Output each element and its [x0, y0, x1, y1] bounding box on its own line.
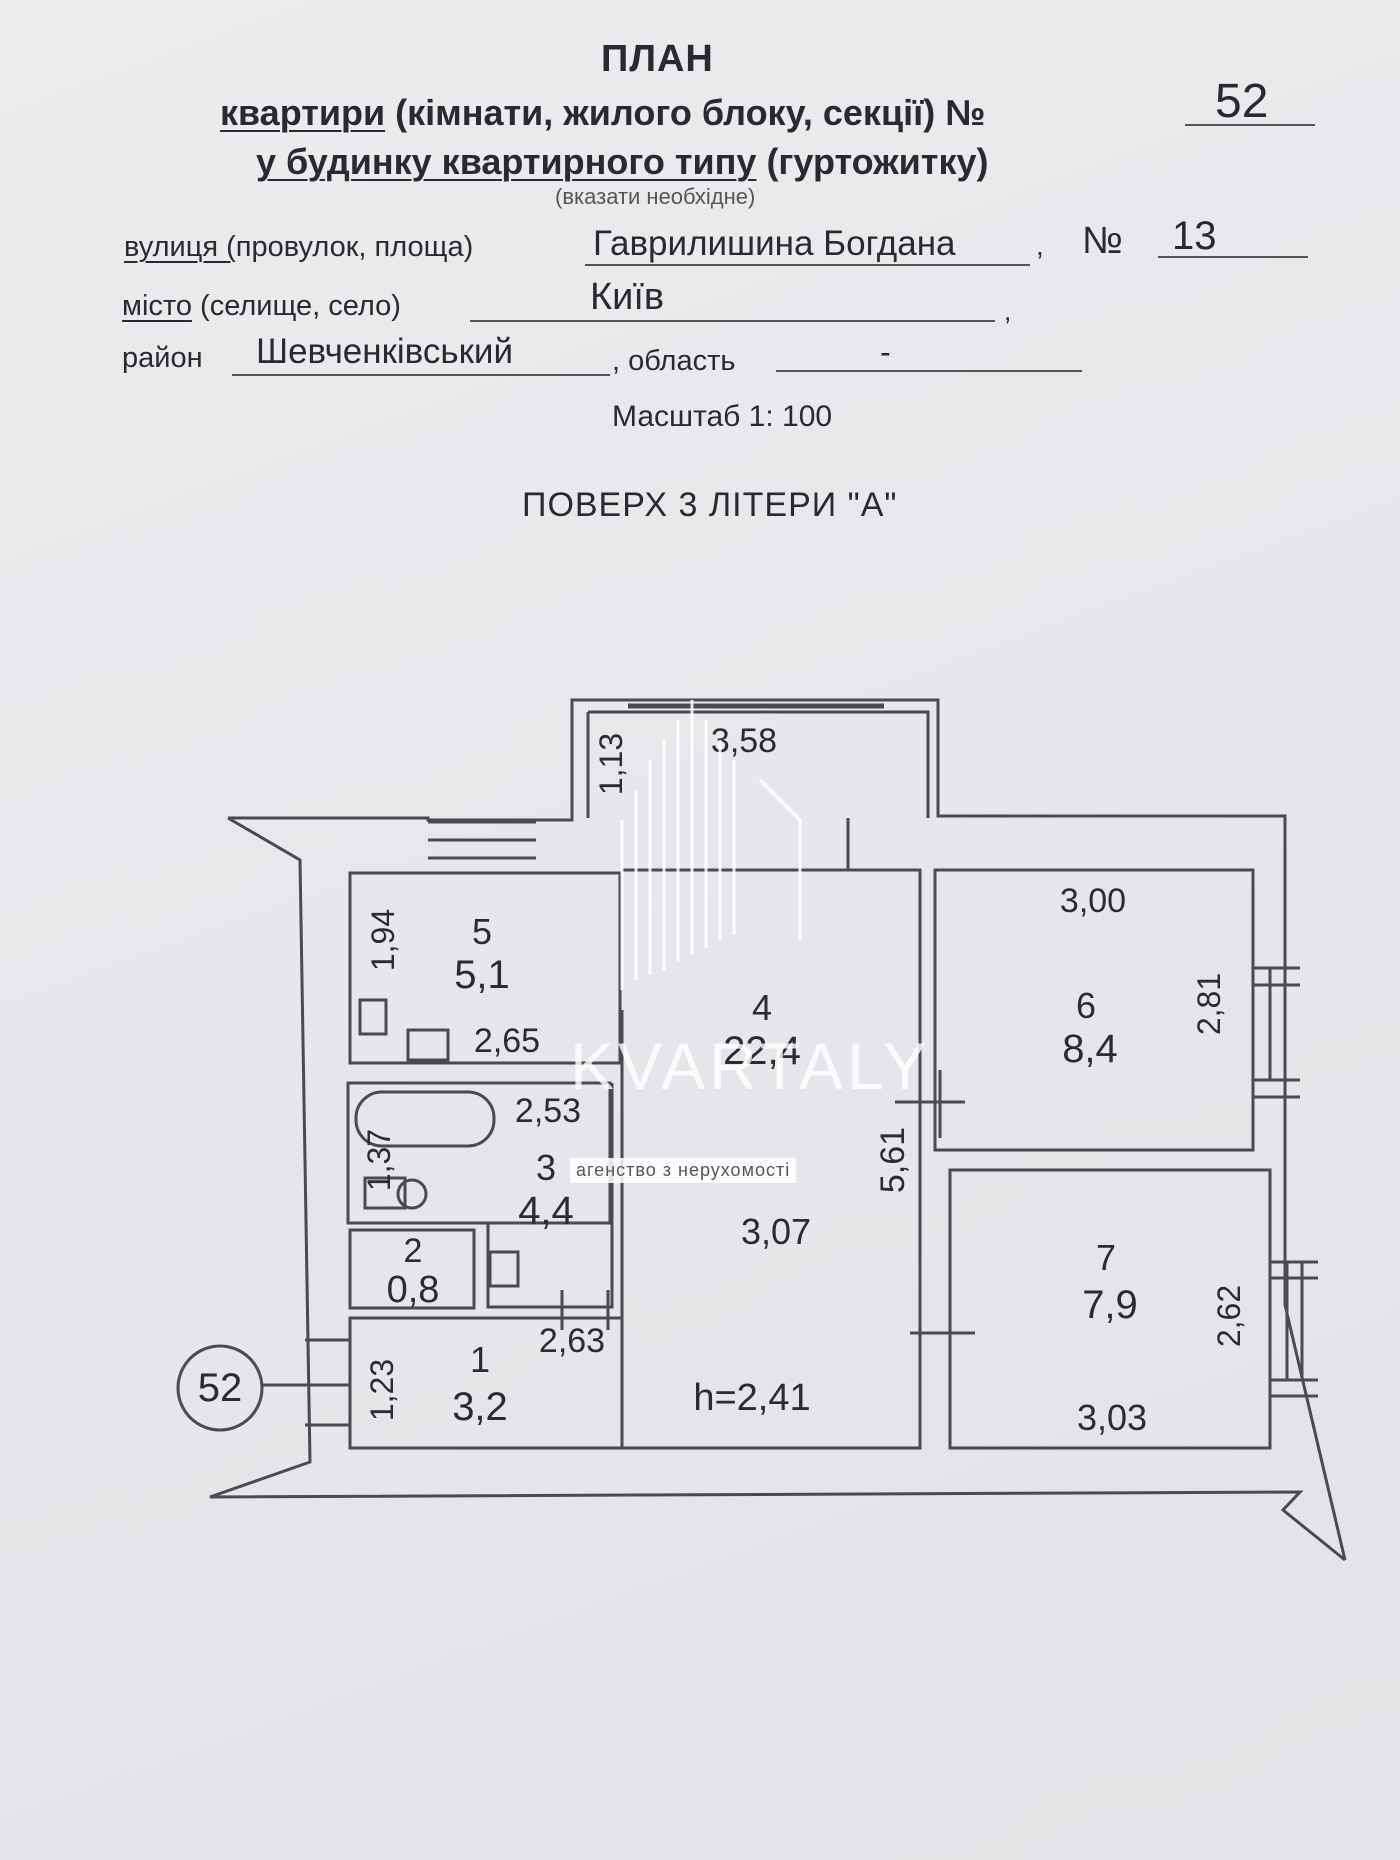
room-1-area: 3,2	[452, 1385, 508, 1429]
plan-title: ПЛАН	[601, 38, 714, 80]
district-value: Шевченківський	[256, 332, 514, 371]
scale-label: Масштаб 1: 100	[612, 400, 833, 433]
watermark-tagline: агенство з нерухомості	[570, 1158, 797, 1183]
dim-bath-width: 2,53	[515, 1092, 581, 1130]
city-value: Київ	[590, 276, 665, 318]
dim-bath-height: 1,37	[361, 1129, 397, 1191]
room-5-number: 5	[472, 911, 492, 952]
room-7-number: 7	[1096, 1237, 1116, 1278]
dim-room7-width: 3,03	[1077, 1397, 1147, 1438]
dim-balcony-depth: 1,13	[593, 733, 629, 795]
street-value: Гаврилишина Богдана	[593, 224, 956, 263]
dim-room7-height: 2,62	[1211, 1285, 1247, 1347]
street-underline	[585, 264, 1030, 266]
header-line-1: квартири (кімнати, жилого блоку, секції)…	[220, 92, 985, 134]
apartment-marker	[176, 1344, 264, 1432]
district-label: район	[122, 342, 203, 374]
dim-kitchen-width: 2,65	[474, 1022, 540, 1060]
watermark-logo	[620, 700, 802, 990]
dim-room6-width: 3,00	[1060, 882, 1126, 920]
header-line-2: у будинку квартирного типу (гуртожитку)	[256, 141, 988, 183]
city-underline	[470, 320, 995, 322]
plan-walls	[209, 698, 1347, 1562]
region-label: , область	[612, 345, 736, 377]
header-line-1-prefix: квартири	[220, 92, 386, 133]
city-label-prefix: місто	[122, 290, 192, 322]
room-2-number: 2	[404, 1232, 423, 1270]
region-underline	[776, 370, 1082, 372]
apt-number-underline	[1185, 124, 1315, 126]
dim-living-width: 3,07	[741, 1211, 811, 1252]
city-label: місто (селище, село)	[122, 290, 401, 323]
room-3-number: 3	[536, 1147, 556, 1188]
room-5-area: 5,1	[454, 953, 510, 997]
room-6-number: 6	[1076, 985, 1096, 1026]
apartment-marker-label: 52	[198, 1366, 243, 1410]
dim-kitchen-height: 1,94	[365, 909, 401, 971]
street-label-rest: провулок, площа)	[235, 231, 474, 263]
dim-hall-width: 2,63	[539, 1322, 605, 1360]
ceiling-height: h=2,41	[693, 1377, 810, 1419]
header-note: (вказати необхідне)	[555, 184, 756, 209]
street-label: вулиця (провулок, площа)	[124, 231, 473, 264]
house-number-underline	[1158, 256, 1308, 258]
header-line-2-prefix: у будинку квартирного типу	[256, 141, 757, 182]
room-2-area: 0,8	[387, 1269, 440, 1311]
header-line-1-rest: (кімнати, жилого блоку, секції) №	[395, 92, 986, 133]
apartment-number: 52	[1215, 75, 1269, 128]
room-4-area: 22,4	[723, 1029, 801, 1073]
street-label-prefix: вулиця (	[124, 231, 236, 263]
house-number-label: №	[1082, 220, 1123, 262]
floor-label: ПОВЕРХ 3 ЛІТЕРИ "А"	[522, 486, 898, 524]
room-4-number: 4	[752, 987, 772, 1028]
room-7-area: 7,9	[1082, 1283, 1138, 1327]
district-underline	[232, 374, 610, 376]
dim-balcony-width: 3,58	[711, 722, 777, 760]
header-line-2-rest: (гуртожитку)	[766, 141, 989, 182]
region-value: -	[880, 334, 891, 370]
dim-entry-height: 1,23	[364, 1359, 400, 1421]
room-6-area: 8,4	[1062, 1027, 1118, 1071]
room-1-number: 1	[470, 1339, 490, 1380]
dim-room6-height: 2,81	[1191, 973, 1227, 1035]
room-3-area: 4,4	[518, 1189, 574, 1233]
house-number-value: 13	[1172, 214, 1217, 258]
watermark-brand: KVARTALY	[570, 1029, 931, 1103]
dim-living-height: 5,61	[874, 1127, 912, 1193]
city-label-rest: (селище, село)	[200, 290, 401, 322]
